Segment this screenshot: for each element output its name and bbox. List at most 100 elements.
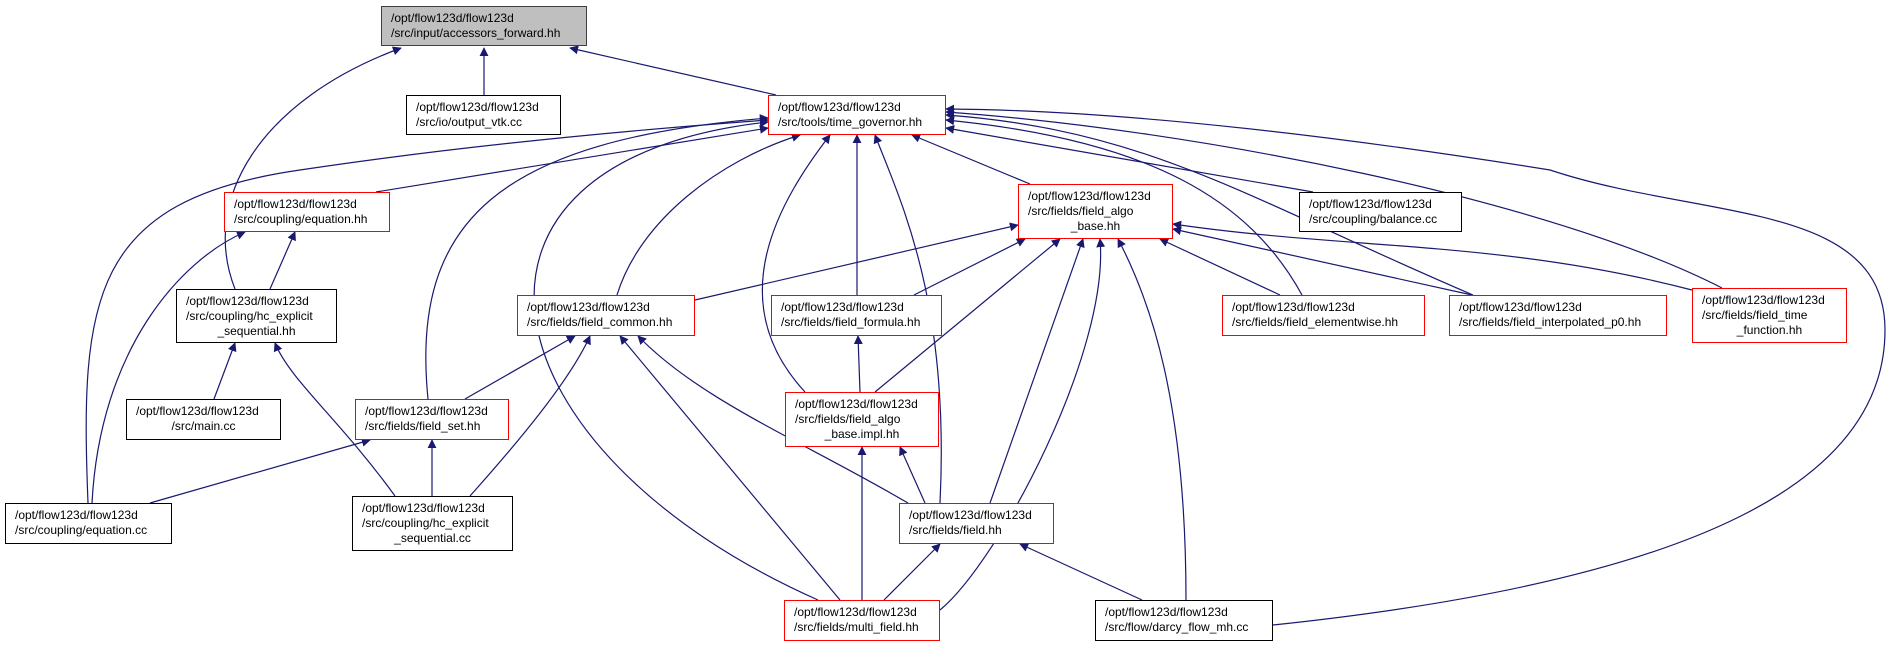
node-accessors-forward[interactable]: /opt/flow123d/flow123d/src/input/accesso…: [381, 6, 587, 46]
node-field-set[interactable]: /opt/flow123d/flow123d/src/fields/field_…: [355, 399, 509, 440]
node-line: /opt/flow123d/flow123d: [781, 300, 904, 314]
node-line: /opt/flow123d/flow123d: [1232, 300, 1355, 314]
node-line: /src/fields/field.hh: [909, 523, 1002, 537]
node-multi-field[interactable]: /opt/flow123d/flow123d/src/fields/multi_…: [784, 600, 940, 641]
node-line: /opt/flow123d/flow123d: [794, 605, 917, 619]
node-line: /src/coupling/hc_explicit: [362, 516, 489, 530]
node-line: /src/fields/field_common.hh: [527, 315, 673, 329]
dependency-edge: [224, 46, 402, 290]
node-line: /opt/flow123d/flow123d: [1702, 293, 1825, 307]
node-line: /src/flow/darcy_flow_mh.cc: [1105, 620, 1249, 634]
dependency-edge: [425, 114, 769, 400]
dependency-edge: [853, 335, 863, 393]
node-line: /opt/flow123d/flow123d: [416, 100, 539, 114]
node-equation-cc[interactable]: /opt/flow123d/flow123d/src/coupling/equa…: [5, 503, 172, 544]
node-line: /src/fields/field_algo: [1028, 204, 1134, 218]
dependency-edge: [1172, 220, 1693, 291]
node-line: /src/main.cc: [171, 419, 236, 433]
dependency-edge: [569, 45, 777, 96]
node-field-interpolated-p0[interactable]: /opt/flow123d/flow123d/src/fields/field_…: [1449, 295, 1667, 336]
node-field-elementwise[interactable]: /opt/flow123d/flow123d/src/fields/field_…: [1222, 295, 1425, 336]
node-line: /src/fields/field_time: [1702, 308, 1808, 322]
dependency-edge: [945, 104, 1886, 626]
node-line: /src/coupling/balance.cc: [1309, 212, 1438, 226]
dependency-edge: [1117, 238, 1187, 601]
node-line: /opt/flow123d/flow123d: [1309, 197, 1432, 211]
node-field-algo-base[interactable]: /opt/flow123d/flow123d/src/fields/field_…: [1018, 184, 1173, 239]
dependency-edge: [899, 446, 926, 504]
node-field-hh[interactable]: /opt/flow123d/flow123d/src/fields/field.…: [899, 503, 1054, 544]
node-line: /opt/flow123d/flow123d: [362, 501, 485, 515]
dependency-edge: [989, 238, 1085, 504]
node-line: /src/fields/field_elementwise.hh: [1232, 315, 1399, 329]
node-line: /src/coupling/equation.cc: [15, 523, 148, 537]
node-line: /opt/flow123d/flow123d: [186, 294, 309, 308]
dependency-edge: [945, 108, 1723, 289]
node-field-algo-base-impl[interactable]: /opt/flow123d/flow123d/src/fields/field_…: [785, 392, 939, 447]
dependency-edge: [1159, 238, 1281, 296]
dependency-edge: [213, 342, 237, 400]
node-line: /opt/flow123d/flow123d: [778, 100, 901, 114]
dependency-edge: [945, 116, 1303, 296]
node-line: _sequential.hh: [217, 324, 296, 338]
dependency-edge: [873, 134, 942, 504]
dependency-edge: [469, 335, 591, 497]
node-line: /src/input/accessors_forward.hh: [391, 26, 561, 40]
node-line: /src/io/output_vtk.cc: [416, 115, 523, 129]
node-line: _base.hh: [1070, 219, 1121, 233]
node-line: /src/fields/field_algo: [795, 412, 901, 426]
node-field-formula[interactable]: /opt/flow123d/flow123d/src/fields/field_…: [771, 295, 942, 336]
node-balance[interactable]: /opt/flow123d/flow123d/src/coupling/bala…: [1299, 192, 1462, 232]
node-field-common[interactable]: /opt/flow123d/flow123d/src/fields/field_…: [517, 295, 695, 336]
dependency-edge: [619, 335, 841, 601]
dependency-edge: [91, 231, 246, 504]
node-line: /src/coupling/equation.hh: [234, 212, 368, 226]
dependency-edge: [874, 238, 1061, 393]
node-main-cc[interactable]: /opt/flow123d/flow123d/src/main.cc: [126, 399, 281, 440]
dependency-edge: [273, 342, 396, 497]
node-line: /opt/flow123d/flow123d: [136, 404, 259, 418]
node-line: /opt/flow123d/flow123d: [234, 197, 357, 211]
node-equation-hh[interactable]: /opt/flow123d/flow123d/src/coupling/equa…: [224, 192, 390, 232]
dependency-edge: [85, 116, 769, 504]
node-darcy-flow-mh[interactable]: /opt/flow123d/flow123d/src/flow/darcy_fl…: [1095, 600, 1273, 641]
node-line: /src/fields/field_formula.hh: [781, 315, 921, 329]
dependency-edge: [1019, 543, 1143, 601]
node-time-governor[interactable]: /opt/flow123d/flow123d/src/tools/time_go…: [768, 95, 946, 135]
node-line: /opt/flow123d/flow123d: [1105, 605, 1228, 619]
dependency-edge: [945, 124, 1314, 193]
dependency-edge: [1172, 226, 1473, 296]
node-line: /src/fields/field_set.hh: [365, 419, 481, 433]
node-line: _base.impl.hh: [824, 427, 900, 441]
node-line: _sequential.cc: [394, 531, 471, 545]
node-hc-explicit-sequential-cc[interactable]: /opt/flow123d/flow123d/src/coupling/hc_e…: [352, 496, 513, 551]
dependency-edge: [375, 124, 769, 193]
node-line: /opt/flow123d/flow123d: [527, 300, 650, 314]
node-line: /opt/flow123d/flow123d: [1459, 300, 1582, 314]
node-line: /opt/flow123d/flow123d: [15, 508, 138, 522]
dependency-edge: [637, 335, 909, 504]
node-line: _function.hh: [1736, 323, 1803, 337]
dependency-edge: [269, 231, 296, 290]
node-hc-explicit-sequential-hh[interactable]: /opt/flow123d/flow123d/src/coupling/hc_e…: [176, 289, 337, 343]
node-line: /opt/flow123d/flow123d: [365, 404, 488, 418]
dependency-edge: [761, 134, 831, 393]
dependency-edge: [945, 111, 1474, 296]
dependency-edge: [616, 133, 801, 296]
node-output-vtk[interactable]: /opt/flow123d/flow123d/src/io/output_vtk…: [406, 95, 561, 135]
node-line: /opt/flow123d/flow123d: [909, 508, 1032, 522]
node-line: /src/coupling/hc_explicit: [186, 309, 313, 323]
dependency-edge: [464, 335, 576, 400]
dependency-edge: [883, 543, 941, 601]
node-line: /src/fields/multi_field.hh: [794, 620, 919, 634]
dependency-edge: [939, 238, 1106, 611]
node-line: /opt/flow123d/flow123d: [795, 397, 918, 411]
node-field-time-function[interactable]: /opt/flow123d/flow123d/src/fields/field_…: [1692, 288, 1847, 343]
node-line: /src/tools/time_governor.hh: [778, 115, 923, 129]
dependency-edge: [911, 133, 1031, 185]
node-line: /opt/flow123d/flow123d: [1028, 189, 1151, 203]
node-line: /opt/flow123d/flow123d: [391, 11, 514, 25]
dependency-edge: [694, 222, 1019, 301]
dependency-edge: [149, 437, 371, 504]
